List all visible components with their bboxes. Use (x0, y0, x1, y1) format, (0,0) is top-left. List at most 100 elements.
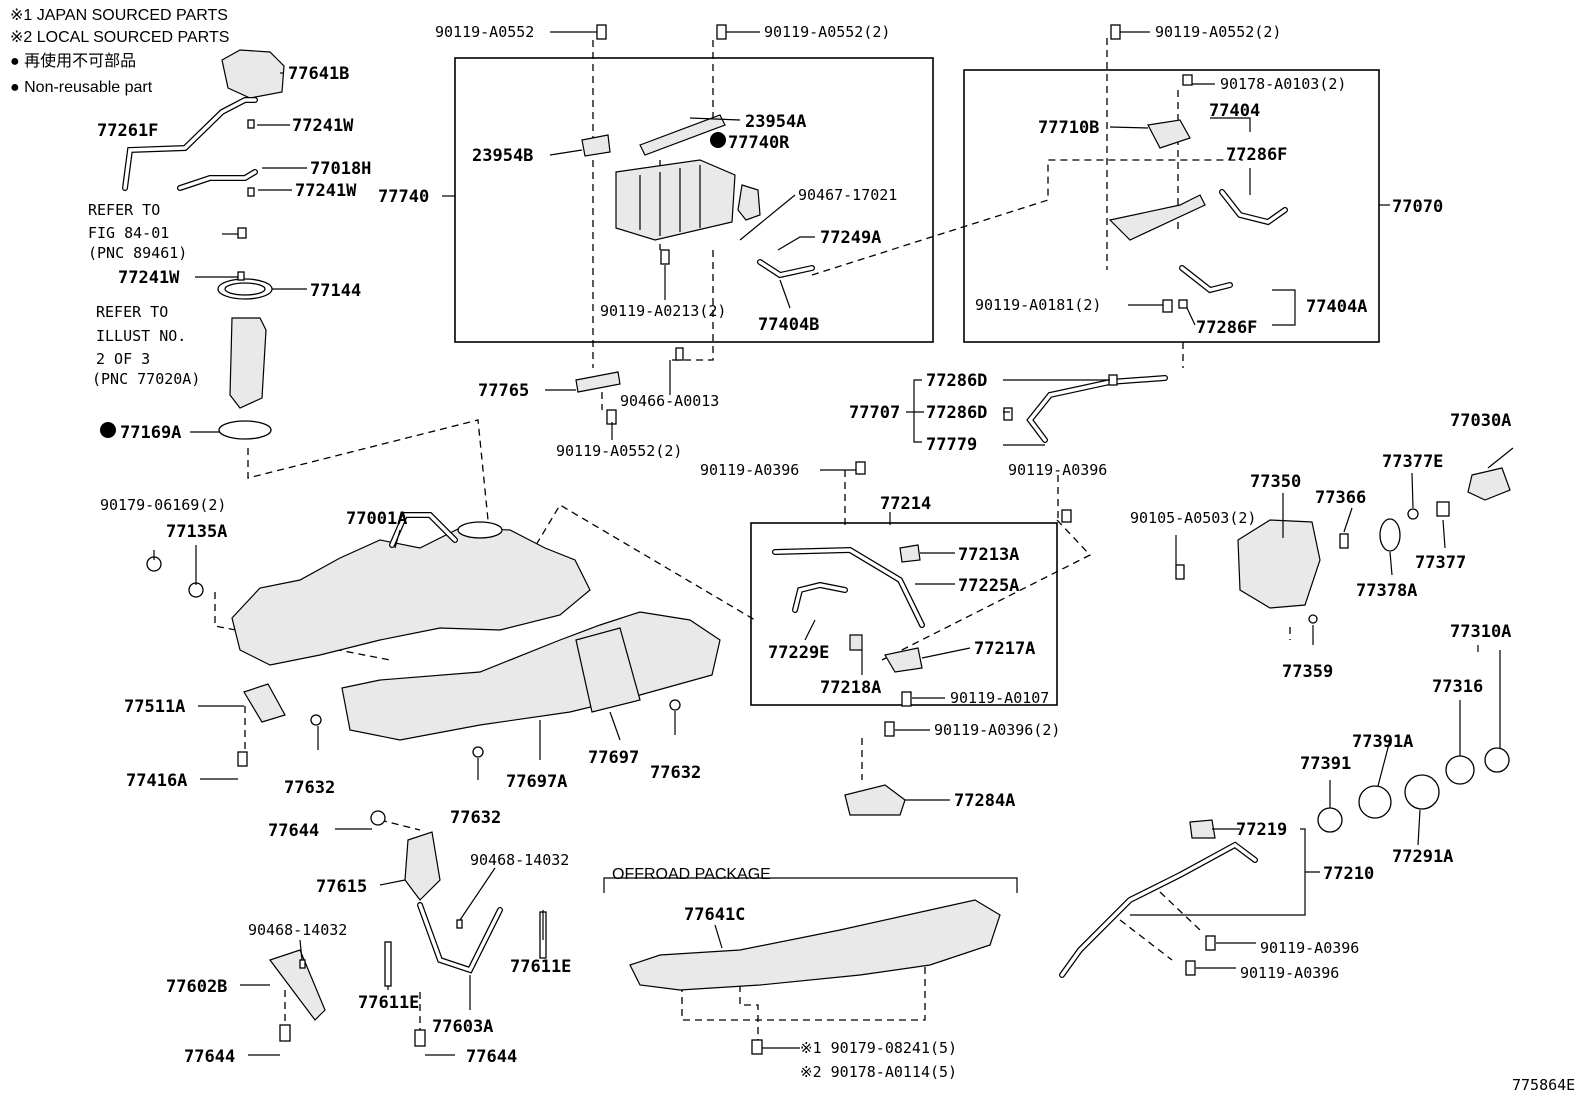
offroad-bracket (603, 877, 1018, 893)
part-77644-cushion-1 (370, 810, 386, 826)
label-77391: 77391 (1300, 754, 1351, 774)
part-77284a-protector (844, 784, 906, 816)
figure-id: 775864E (1512, 1076, 1575, 1094)
part-77135a-cushion (188, 582, 204, 598)
part-23954b-bracket (581, 134, 611, 157)
offroad-package-title: OFFROAD PACKAGE (612, 866, 771, 883)
label-90119-A0181: 90119-A0181(2) (975, 296, 1101, 314)
part-77366-spring (1339, 533, 1349, 549)
part-77001a-fuel-tank (231, 527, 591, 666)
part-77697a-protector (341, 611, 721, 741)
label-23954B: 23954B (472, 146, 533, 166)
label-77070: 77070 (1392, 197, 1443, 217)
label-77391A: 77391A (1352, 732, 1413, 752)
label-77611E-2: 77611E (358, 993, 419, 1013)
label-90119-A0552-c: 90119-A0552(2) (556, 442, 682, 460)
label-77284A: 77284A (954, 791, 1015, 811)
part-77644-bolt-2 (279, 1024, 291, 1042)
part-77218a-clamp (849, 634, 863, 651)
part-77779-tube (1026, 375, 1168, 443)
label-77241W-1: 77241W (292, 116, 354, 136)
label-77241W-2: 77241W (295, 181, 357, 201)
label-77404A: 77404A (1306, 297, 1367, 317)
label-77169A: 77169A (120, 423, 181, 443)
ref-illust-line2: ILLUST NO. (96, 327, 186, 345)
part-77632-clip-1 (310, 714, 322, 726)
legend-local-sourced: ※2 LOCAL SOURCED PARTS (10, 29, 229, 46)
part-77740r-valve (737, 184, 761, 221)
label-77359: 77359 (1282, 662, 1333, 682)
label-77632-1: 77632 (284, 778, 335, 798)
label-77611E-1: 77611E (510, 957, 571, 977)
part-77219-clamp (1189, 819, 1216, 839)
part-77632-clip-2 (472, 746, 484, 758)
label-23954A: 23954A (745, 112, 806, 132)
label-90119-A0396-d: 90119-A0396 (1240, 964, 1339, 982)
label-77213A: 77213A (958, 545, 1019, 565)
label-90119-A0213: 90119-A0213(2) (600, 302, 726, 320)
label-77641B: 77641B (288, 64, 349, 84)
label-77286D-1: 77286D (926, 371, 987, 391)
label-77229E: 77229E (768, 643, 829, 663)
label-77261F: 77261F (97, 121, 158, 141)
part-77615-bracket (404, 831, 441, 901)
part-labels: 77641B 77261F 77241W 77018H 77241W 77241… (97, 23, 1511, 1081)
label-77740: 77740 (378, 187, 429, 207)
part-tank-pump-opening (457, 521, 503, 539)
label-77641C: 77641C (684, 905, 745, 925)
label-77286F-2: 77286F (1196, 318, 1257, 338)
label-77241W-3: 77241W (118, 268, 180, 288)
ref-fig-line3: (PNC 89461) (88, 244, 187, 262)
reference-notes: REFER TO FIG 84-01 (PNC 89461) REFER TO … (88, 201, 1575, 1094)
label-90467-17021: 90467-17021 (798, 186, 897, 204)
part-77350-fuel-lid (1237, 519, 1321, 609)
label-90468-14032-a: 90468-14032 (470, 851, 569, 869)
label-90119-A0552-a: 90119-A0552 (435, 23, 534, 41)
label-77286D-2: 77286D (926, 403, 987, 423)
label-77378A: 77378A (1356, 581, 1417, 601)
label-77214: 77214 (880, 494, 931, 514)
label-77135A: 77135A (166, 522, 227, 542)
part-77359-stopper (1308, 614, 1318, 624)
label-77218A: 77218A (820, 678, 881, 698)
label-77710B: 77710B (1038, 118, 1099, 138)
label-90119-A0396-e: 90119-A0396(2) (934, 721, 1060, 739)
label-90178-A0103: 90178-A0103(2) (1220, 75, 1346, 93)
ref-illust-line1: REFER TO (96, 303, 168, 321)
label-90119-A0107: 90119-A0107 (950, 689, 1049, 707)
part-fuel-pump-module (229, 317, 267, 409)
part-77740-canister (615, 159, 736, 241)
label-77632-2: 77632 (450, 808, 501, 828)
legend-non-reusable-en: ● Non-reusable part (10, 79, 153, 96)
label-77697: 77697 (588, 748, 639, 768)
legend-japan-sourced: ※1 JAPAN SOURCED PARTS (10, 7, 228, 24)
label-77740R: 77740R (728, 133, 790, 153)
label-77030A: 77030A (1450, 411, 1511, 431)
label-77615: 77615 (316, 877, 367, 897)
label-77377: 77377 (1415, 553, 1466, 573)
part-77511a-bracket (243, 683, 286, 723)
part-77225a-hose (772, 546, 925, 628)
label-77217A: 77217A (974, 639, 1035, 659)
label-77316: 77316 (1432, 677, 1483, 697)
legend: ※1 JAPAN SOURCED PARTS ※2 LOCAL SOURCED … (10, 7, 229, 96)
label-77018H: 77018H (310, 159, 371, 179)
part-77641c-protector (629, 899, 1001, 991)
label-77210: 77210 (1323, 864, 1374, 884)
label-90468-14032-b: 90468-14032 (248, 921, 347, 939)
label-77603A: 77603A (432, 1017, 493, 1037)
canister-assembly-box (454, 57, 934, 343)
part-77217a-bracket (884, 647, 923, 673)
label-77697A: 77697A (506, 772, 567, 792)
label-77511A: 77511A (124, 697, 185, 717)
label-77225A: 77225A (958, 576, 1019, 596)
label-77632-3: 77632 (650, 763, 701, 783)
label-77416A: 77416A (126, 771, 187, 791)
part-77391a-ring (1358, 785, 1392, 819)
part-77611e-bolt-2 (384, 941, 392, 987)
part-77030a-opener (1467, 467, 1511, 501)
label-90119-A0396-b: 90119-A0396 (1008, 461, 1107, 479)
part-77765-bracket (575, 371, 621, 393)
hose-assembly-box (963, 69, 1380, 343)
label-77366: 77366 (1315, 488, 1366, 508)
